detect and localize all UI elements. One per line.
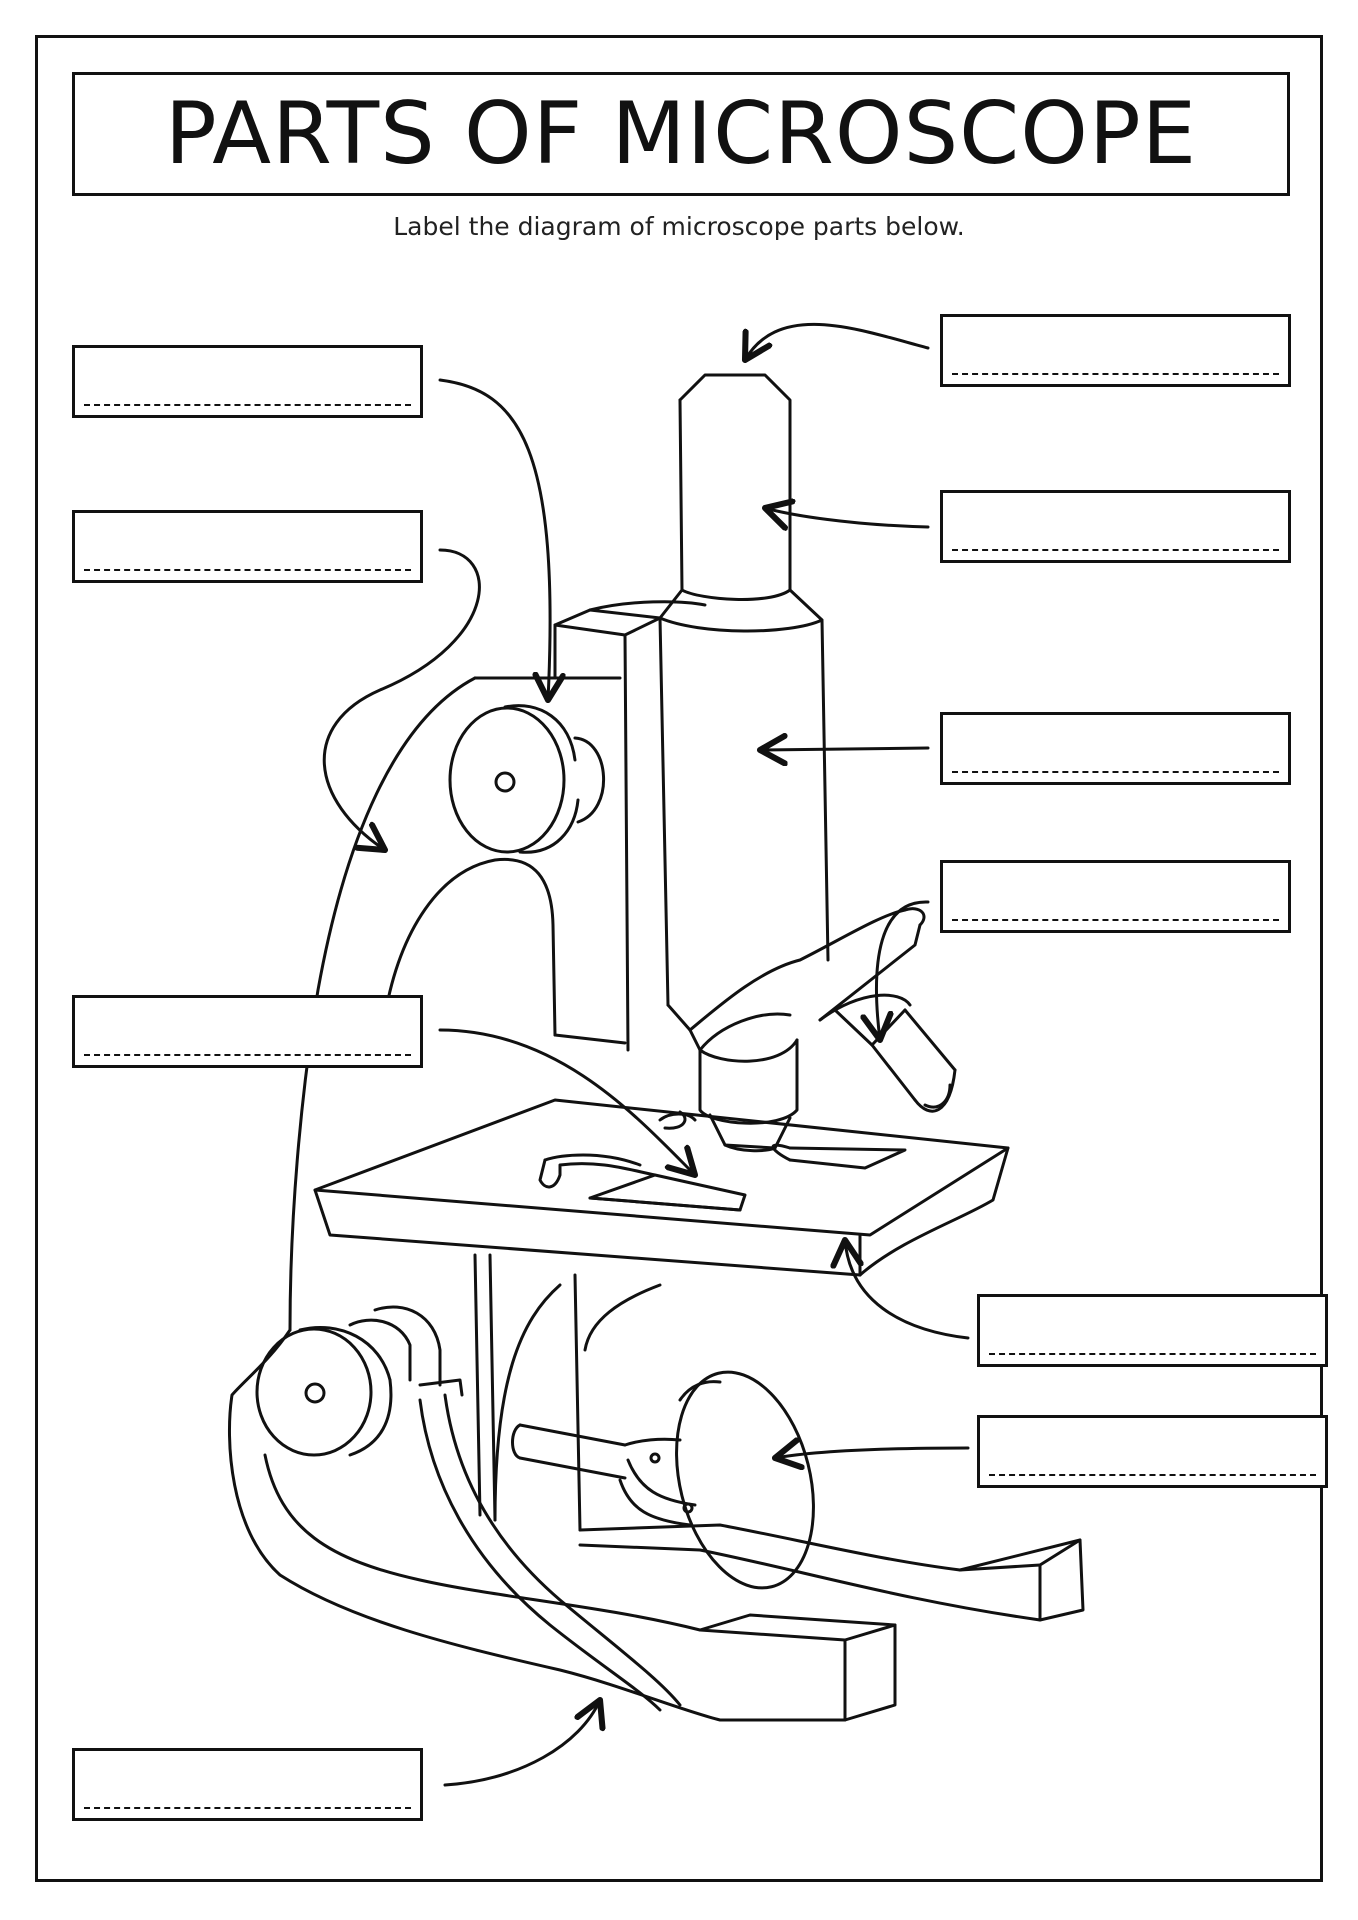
- leader-arm: [322, 548, 481, 850]
- label-box-right-2[interactable]: [940, 490, 1291, 563]
- stage-opening: [771, 1143, 907, 1170]
- answer-line: [952, 549, 1279, 551]
- body-tube: [658, 588, 830, 1032]
- stage-clip: [538, 1110, 697, 1189]
- objective-lens-main: [698, 1038, 799, 1153]
- worksheet-border: [35, 35, 1323, 1882]
- answer-line: [952, 373, 1279, 375]
- leader-tube-upper: [765, 508, 930, 527]
- coarse-focus-knob: [448, 704, 606, 854]
- answer-line: [952, 771, 1279, 773]
- eyepiece: [678, 373, 792, 601]
- answer-line: [84, 1054, 411, 1056]
- label-box-left-2[interactable]: [72, 510, 423, 583]
- body-block: [553, 600, 707, 1052]
- label-box-left-4[interactable]: [72, 1748, 423, 1821]
- leader-slide: [438, 1028, 695, 1175]
- label-box-right-1[interactable]: [940, 314, 1291, 387]
- base: [228, 1328, 1085, 1722]
- leader-base: [443, 1700, 600, 1787]
- leader-mirror: [775, 1448, 970, 1458]
- label-box-right-4[interactable]: [940, 860, 1291, 933]
- answer-line: [84, 404, 411, 406]
- label-box-right-5[interactable]: [977, 1294, 1328, 1367]
- instructions-text: Label the diagram of microscope parts be…: [393, 212, 965, 241]
- pillar: [473, 1253, 662, 1532]
- objective-lens-right: [833, 1008, 957, 1113]
- title-box: PARTS OF MICROSCOPE: [72, 72, 1290, 196]
- label-box-right-3[interactable]: [940, 712, 1291, 785]
- fine-focus-knob: [255, 1305, 464, 1457]
- leader-lines: [322, 322, 970, 1787]
- answer-line: [989, 1353, 1316, 1355]
- label-box-right-6[interactable]: [977, 1415, 1328, 1488]
- slide: [588, 1173, 747, 1212]
- lower-arm: [418, 1393, 682, 1712]
- leader-coarse-focus: [438, 378, 550, 700]
- leader-body-tube: [760, 748, 930, 750]
- leader-objective: [876, 900, 930, 1040]
- answer-line: [952, 919, 1279, 921]
- page-title: PARTS OF MICROSCOPE: [164, 84, 1198, 184]
- stage: [313, 1098, 1010, 1277]
- label-box-left-1[interactable]: [72, 345, 423, 418]
- label-box-left-3[interactable]: [72, 995, 423, 1068]
- answer-line: [989, 1474, 1316, 1476]
- answer-line: [84, 569, 411, 571]
- mirror: [511, 1370, 815, 1590]
- answer-line: [84, 1807, 411, 1809]
- leader-stage: [845, 1240, 970, 1340]
- leader-eyepiece: [745, 322, 930, 360]
